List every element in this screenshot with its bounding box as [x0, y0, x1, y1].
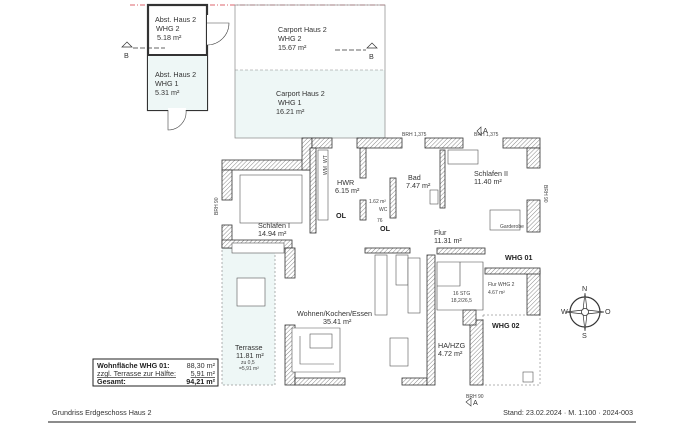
room-schlafen1-area: 14.94 m² [258, 229, 287, 238]
storage-whg2-unit: WHG 2 [156, 24, 180, 33]
svg-text:A: A [483, 126, 488, 135]
room-hwr-area: 6.15 m² [335, 186, 360, 195]
room-flur-name: Flur [434, 228, 447, 237]
brh-label-1: BRH 1,375 [402, 132, 427, 138]
room-flur-area: 11.31 m² [434, 236, 462, 245]
carport-whg1-unit: WHG 1 [278, 98, 302, 107]
room-bad-name: Bad [408, 173, 421, 182]
svg-text:B: B [369, 52, 374, 61]
section-b-left: B [121, 41, 165, 60]
storage-whg2-name: Abst. Haus 2 [155, 15, 196, 24]
brh-label-5: BRH 90 [542, 185, 548, 203]
room-schlafen2-name: Schlafen II [474, 169, 508, 178]
carport-whg2-name: Carport Haus 2 [278, 25, 327, 34]
room-flur-whg2-area: 4.67 m² [488, 290, 505, 296]
room-terrasse-name: Terrasse [235, 343, 263, 352]
storage-whg1-area: 5.31 m² [155, 88, 180, 97]
svg-text:B: B [124, 51, 129, 60]
brh-label-2: BRH 1,375 [474, 132, 499, 138]
room-flur-whg2-name: Flur WHG 2 [488, 282, 515, 288]
storage-whg1-name: Abst. Haus 2 [155, 70, 196, 79]
ol-label-1: OL [336, 211, 347, 220]
house-walls [221, 137, 541, 386]
room-wc-name: WC [379, 207, 388, 213]
carport-whg2-area: 15.67 m² [278, 43, 307, 52]
room-ha-hzg-name: HA/HZG [438, 341, 466, 350]
section-a-bottom: A [465, 397, 478, 407]
room-hwr-name: HWR [337, 178, 354, 187]
room-bad-area: 7.47 m² [406, 181, 431, 190]
whg02-label: WHG 02 [492, 321, 520, 330]
brh-label-4: BRH 90 [214, 197, 220, 215]
summary-row2-label: zzgl. Terrasse zur Hälfte: [97, 369, 176, 378]
whg01-label: WHG 01 [505, 253, 533, 262]
garderobe-label: Garderobe [500, 224, 524, 230]
summary-row1-value: 88,30 m² [187, 361, 216, 370]
room-wohnen-name: Wohnen/Kochen/Essen [297, 309, 372, 318]
terrasse-note1: zu 0,5 [241, 360, 255, 366]
wm-label: WM [323, 166, 329, 175]
stairs-steps: 16 STG [453, 291, 470, 297]
summary-row3-value: 94,21 m² [186, 377, 215, 386]
carport-whg2-unit: WHG 2 [278, 34, 302, 43]
area-summary: Wohnfläche WHG 01: 88,30 m² zzgl. Terras… [92, 358, 219, 387]
wt-label: WT [323, 155, 329, 163]
summary-row1-label: Wohnfläche WHG 01: [97, 361, 170, 370]
carport [234, 4, 386, 139]
compass-rose: N S W O [561, 284, 611, 340]
summary-row2-value: 5,91 m² [191, 369, 216, 378]
section-b-right: B [335, 42, 378, 61]
svg-text:A: A [473, 398, 478, 407]
footer-title: Grundriss Erdgeschoss Haus 2 [52, 408, 151, 417]
terrasse-note2: =5,91 m² [239, 366, 259, 372]
wc-door-width: 76 [377, 218, 383, 224]
ol-label-2: OL [380, 224, 391, 233]
section-a-top: A [476, 126, 488, 136]
storage-whg1-unit: WHG 1 [155, 79, 179, 88]
compass-n: N [582, 284, 587, 293]
room-ha-hzg-area: 4.72 m² [438, 349, 463, 358]
room-schlafen2-area: 11.40 m² [474, 177, 502, 186]
room-terrasse-area: 11.81 m² [236, 351, 264, 360]
footer-stand: Stand: 23.02.2024 · M. 1:100 · 2024-003 [503, 408, 633, 417]
storage-whg2-area: 5.18 m² [157, 33, 182, 42]
summary-row3-label: Gesamt: [97, 377, 126, 386]
compass-w: W [561, 307, 568, 316]
compass-s: S [582, 331, 587, 340]
brh-label-3: BRH 90 [466, 394, 484, 400]
carport-whg1-name: Carport Haus 2 [276, 89, 325, 98]
stairs-ratio: 18,2/26,5 [451, 298, 472, 304]
carport-whg1-area: 16.21 m² [276, 107, 305, 116]
compass-o: O [605, 307, 611, 316]
room-wohnen-area: 35.41 m² [323, 317, 352, 326]
room-schlafen1-name: Schlafen I [258, 221, 290, 230]
room-wc-area: 1.62 m² [369, 199, 386, 205]
storage-sheds [146, 3, 230, 131]
